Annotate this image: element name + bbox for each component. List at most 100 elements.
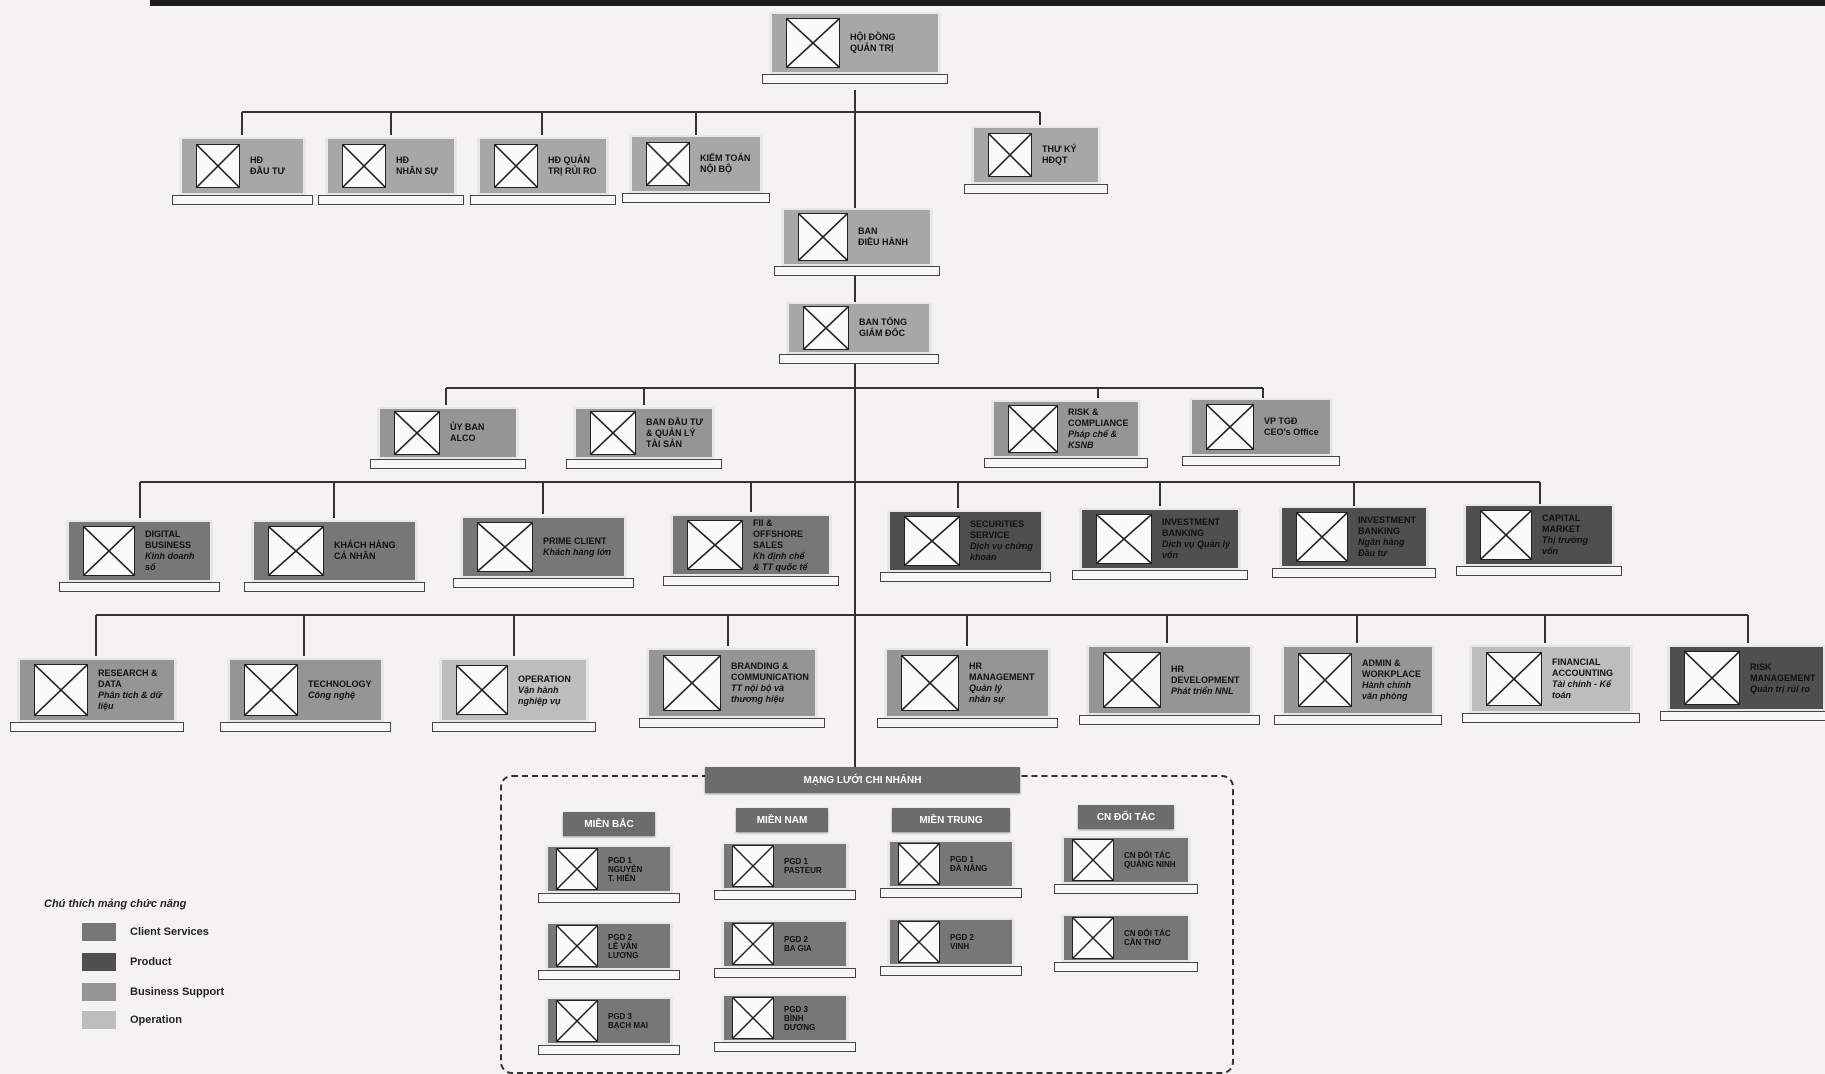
placeholder-icon — [244, 664, 298, 716]
placeholder-icon — [342, 144, 386, 188]
node-label: BAN ĐIỀU HÀNH — [858, 226, 909, 247]
node-subtitle: Ngân hàng Đầu tư — [1358, 537, 1405, 558]
legend-swatch — [82, 983, 116, 1001]
top-bar — [150, 0, 1825, 6]
placeholder-icon — [898, 843, 940, 885]
placeholder-icon — [901, 655, 959, 711]
node-subtitle: Tài chính - Kế toán — [1552, 679, 1612, 700]
placeholder-icon — [786, 18, 840, 68]
node-title: TECHNOLOGY — [308, 679, 372, 689]
placeholder-icon — [663, 655, 721, 711]
region-mien-bac: MIỀN BẮC — [563, 812, 655, 836]
node-title: HR MANAGEMENT — [969, 661, 1035, 682]
node-label: HĐ QUẢN TRỊ RỦI RO — [548, 155, 597, 176]
node-hoi-dong-quan-tri: HỘI ĐỒNG QUẢN TRỊ — [762, 12, 948, 84]
node-subtitle: Thị trường vốn — [1542, 535, 1588, 556]
node-title: ADMIN & WORKPLACE — [1362, 658, 1421, 679]
branch-pgd-1-trung: PGD 1 ĐÀ NẴNG — [880, 840, 1022, 898]
node-subtitle: TT nội bộ và thương hiệu — [731, 683, 784, 704]
node-label: BAN ĐẦU TƯ & QUẢN LÝ TÀI SẢN — [646, 416, 703, 449]
legend-operation: Operation — [82, 1011, 182, 1029]
placeholder-icon — [1072, 917, 1114, 959]
legend-swatch — [82, 1011, 116, 1029]
placeholder-icon — [1480, 510, 1532, 560]
legend-label: Operation — [130, 1014, 182, 1026]
placeholder-icon — [732, 923, 774, 965]
placeholder-icon — [556, 1000, 598, 1042]
branch-pgd-2-nam: PGD 2 BA GIA — [714, 920, 856, 978]
node-subtitle: Kh định chế & TT quốc tế — [753, 550, 808, 572]
node-title: BRANDING & COMMUNICATION — [731, 661, 809, 682]
node-subtitle: Pháp chế & KSNB — [1068, 429, 1118, 450]
placeholder-icon — [732, 845, 774, 887]
node-label: PGD 1 PASTEUR — [784, 857, 822, 875]
node-khach-hang-ca-nhan: KHÁCH HÀNG CÁ NHÂN — [244, 520, 425, 592]
branch-pgd-1-bac: PGD 1 NGUYỄN T. HIẾN — [538, 845, 680, 903]
placeholder-icon — [556, 848, 598, 890]
legend-swatch — [82, 953, 116, 971]
region-mien-nam: MIỀN NAM — [736, 808, 828, 832]
node-subtitle: Khách hàng lớn — [543, 547, 612, 557]
node-subtitle: Dịch vụ chứng khoán — [970, 541, 1033, 562]
node-title: HR DEVELOPMENT — [1171, 663, 1240, 685]
node-uy-ban-alco: ỦY BAN ALCO — [370, 407, 526, 469]
branch-network-title: MẠNG LƯỚI CHI NHÁNH — [705, 767, 1020, 793]
node-label: HỘI ĐỒNG QUẢN TRỊ — [850, 32, 896, 53]
node-subtitle: Dịch vụ Quản lý vốn — [1162, 539, 1231, 560]
node-label: CN ĐỐI TÁC CẦN THƠ — [1124, 929, 1171, 947]
branch-cn-doi-tac-2: CN ĐỐI TÁC CẦN THƠ — [1054, 914, 1198, 972]
node-title: INVESTMENT BANKING — [1162, 517, 1221, 538]
placeholder-icon — [798, 213, 848, 261]
node-title: FII & OFFSHORE SALES — [753, 517, 804, 550]
placeholder-icon — [477, 522, 533, 572]
placeholder-icon — [1096, 514, 1152, 564]
node-label: HĐ NHÂN SỰ — [396, 155, 438, 176]
placeholder-icon — [732, 997, 774, 1039]
node-label: PGD 2 LÊ VĂN LƯƠNG — [608, 932, 639, 960]
placeholder-icon — [1206, 404, 1254, 450]
node-subtitle: Vận hành nghiệp vụ — [518, 684, 561, 706]
node-title: PRIME CLIENT — [543, 536, 607, 546]
placeholder-icon — [646, 142, 690, 186]
node-subtitle: Hành chính văn phòng — [1362, 680, 1411, 701]
node-label: KHÁCH HÀNG CÁ NHÂN — [334, 540, 396, 561]
legend-label: Client Services — [130, 926, 209, 938]
branch-pgd-3-bac: PGD 3 BẠCH MAI — [538, 997, 680, 1055]
placeholder-icon — [456, 665, 508, 715]
node-ban-dau-tu-ql-tai-san: BAN ĐẦU TƯ & QUẢN LÝ TÀI SẢN — [566, 407, 722, 469]
placeholder-icon — [904, 516, 960, 566]
branch-cn-doi-tac-1: CN ĐỐI TÁC QUẢNG NINH — [1054, 836, 1198, 894]
placeholder-icon — [268, 526, 324, 576]
node-hd-nhan-su: HĐ NHÂN SỰ — [318, 137, 464, 205]
node-title: FINANCIAL ACCOUNTING — [1552, 657, 1613, 678]
placeholder-icon — [803, 306, 849, 350]
branch-pgd-2-trung: PGD 2 VINH — [880, 918, 1022, 976]
placeholder-icon — [1486, 652, 1542, 706]
placeholder-icon — [1008, 405, 1058, 453]
placeholder-icon — [34, 664, 88, 716]
node-label: PGD 2 BA GIA — [784, 935, 812, 953]
node-title: SECURITIES SERVICE — [970, 519, 1025, 540]
node-label: ỦY BAN ALCO — [450, 422, 485, 443]
placeholder-icon — [83, 526, 135, 576]
